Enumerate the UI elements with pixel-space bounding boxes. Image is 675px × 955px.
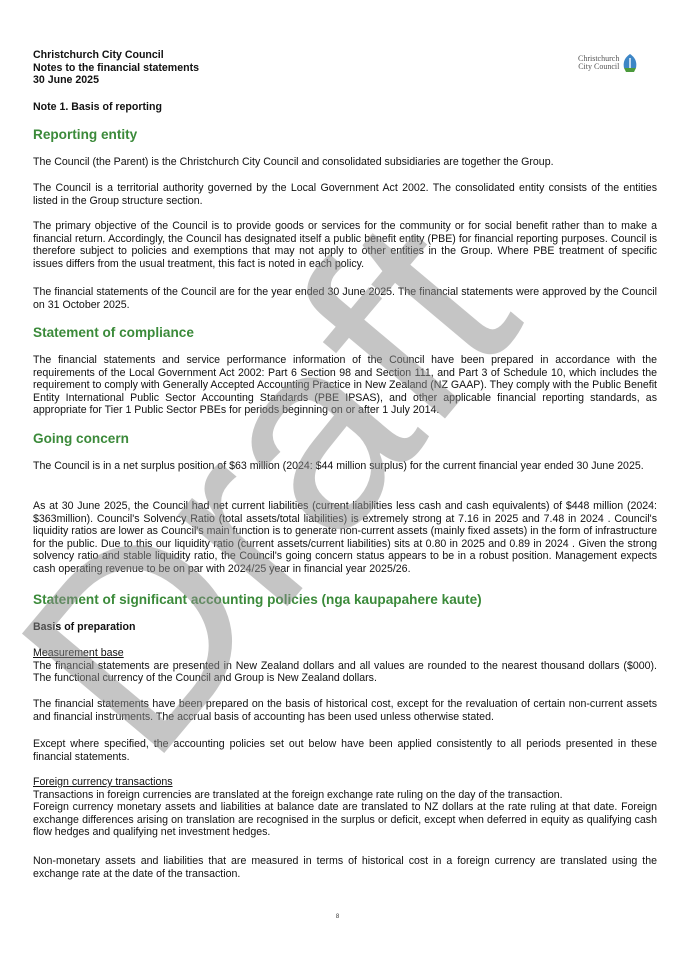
paragraph: Foreign currency monetary assets and lia… xyxy=(33,801,657,839)
subheading-foreign-currency: Foreign currency transactions xyxy=(33,776,173,788)
paragraph: The financial statements are presented i… xyxy=(33,659,657,685)
paragraph: The primary objective of the Council is … xyxy=(33,220,657,270)
note-title: Note 1. Basis of reporting xyxy=(33,101,162,113)
paragraph: The Council is in a net surplus position… xyxy=(33,460,644,472)
doc-date: 30 June 2025 xyxy=(33,74,99,87)
paragraph: The financial statements of the Council … xyxy=(33,286,657,311)
subheading-basis: Basis of preparation xyxy=(33,621,136,633)
heading-compliance: Statement of compliance xyxy=(33,325,194,340)
paragraph: The Council (the Parent) is the Christch… xyxy=(33,156,554,168)
cathedral-icon xyxy=(623,54,637,72)
paragraph: Except where specified, the accounting p… xyxy=(33,738,657,763)
logo-line2: City Council xyxy=(578,62,620,71)
paragraph: Transactions in foreign currencies are t… xyxy=(33,788,563,801)
paragraph: The financial statements have been prepa… xyxy=(33,698,657,723)
org-name: Christchurch City Council xyxy=(33,49,164,61)
fx-block: Foreign currency transactions Transactio… xyxy=(33,776,657,839)
subheading-measurement: Measurement base xyxy=(33,647,124,659)
paragraph: The Council is a territorial authority g… xyxy=(33,182,657,207)
doc-title: Notes to the financial statements xyxy=(33,61,200,74)
paragraph: Non-monetary assets and liabilities that… xyxy=(33,855,657,880)
paragraph: As at 30 June 2025, the Council had net … xyxy=(33,500,657,575)
heading-accounting-policies: Statement of significant accounting poli… xyxy=(33,592,482,607)
page-number: 8 xyxy=(335,914,340,920)
measurement-block: Measurement base The financial statement… xyxy=(33,647,657,685)
heading-reporting-entity: Reporting entity xyxy=(33,127,138,142)
heading-going-concern: Going concern xyxy=(33,431,129,446)
paragraph: The financial statements and service per… xyxy=(33,354,657,417)
logo-line1: Christchurch xyxy=(578,54,620,63)
document-header: Christchurch City Council Notes to the f… xyxy=(33,49,657,87)
